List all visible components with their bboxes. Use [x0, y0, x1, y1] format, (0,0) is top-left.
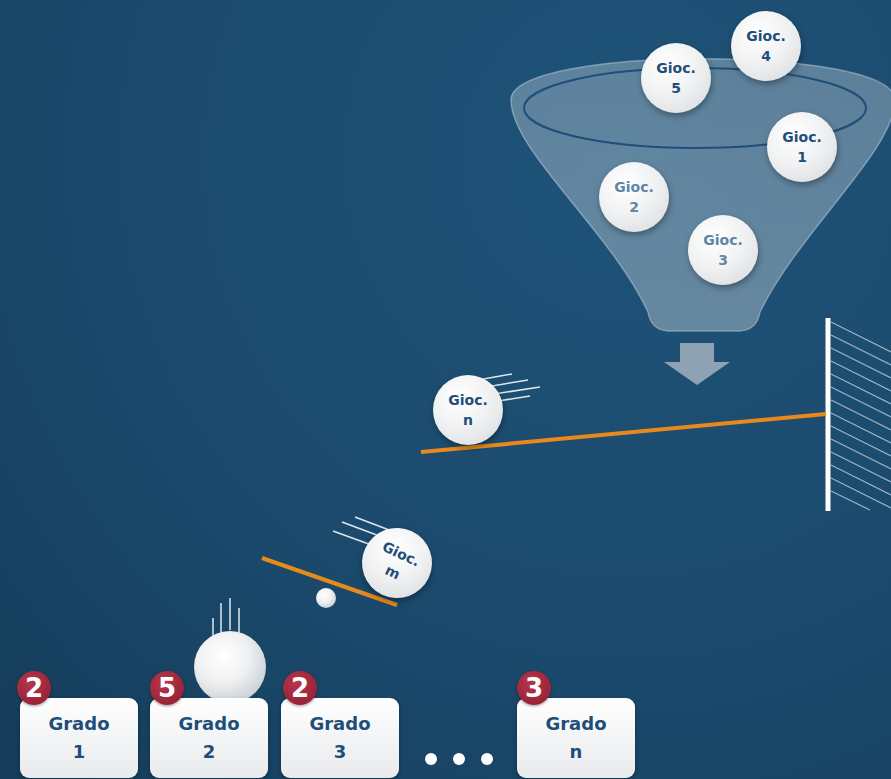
- grade-box: Grado 1: [20, 698, 138, 778]
- player-label: Gioc. m: [367, 535, 427, 592]
- grade-box: Grado n: [517, 698, 635, 778]
- player-label: Gioc. 3: [699, 230, 747, 270]
- player-label: Gioc. 1: [778, 127, 826, 167]
- player-ball: Gioc. 5: [641, 43, 711, 113]
- grade-label: Grado 1: [44, 710, 114, 766]
- player-ball: Gioc. 1: [767, 112, 837, 182]
- callout-number: 2: [283, 671, 317, 705]
- player-ball: Gioc. m: [350, 516, 443, 609]
- player-ball: Gioc. 3: [688, 215, 758, 285]
- player-label: Gioc. 5: [652, 58, 700, 98]
- player-label: Gioc. 2: [610, 177, 658, 217]
- callout-number: 5: [150, 671, 184, 705]
- grade-box: Grado 3: [281, 698, 399, 778]
- falling-ball: [194, 631, 266, 703]
- player-ball: Gioc. 4: [731, 11, 801, 81]
- pivot-ball: [316, 588, 336, 608]
- ellipsis-dots: [425, 753, 493, 765]
- wall: [826, 318, 831, 511]
- grade-label: Grado 2: [174, 710, 244, 766]
- player-label: Gioc. n: [444, 390, 492, 430]
- callout-number: 3: [517, 671, 551, 705]
- player-ball: Gioc. 2: [599, 162, 669, 232]
- down-arrow: [664, 343, 730, 385]
- motion-lines: [213, 374, 540, 640]
- player-ball: Gioc. n: [433, 375, 503, 445]
- grade-label: Grado 3: [305, 710, 375, 766]
- grade-label: Grado n: [541, 710, 611, 766]
- wall-hatching: [831, 322, 891, 510]
- callout-number: 2: [17, 671, 51, 705]
- grade-box: Grado 2: [150, 698, 268, 778]
- player-label: Gioc. 4: [742, 26, 790, 66]
